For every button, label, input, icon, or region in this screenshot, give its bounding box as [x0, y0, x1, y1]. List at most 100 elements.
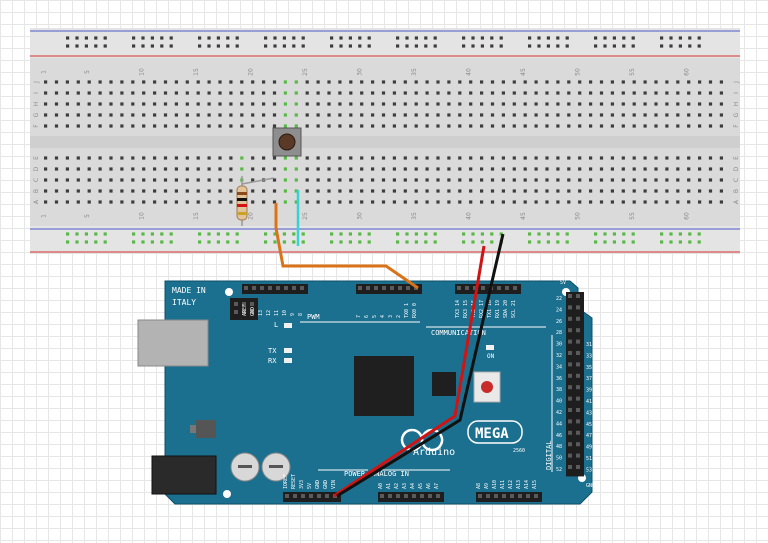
rail-hole[interactable]	[480, 232, 484, 236]
breadboard-hole[interactable]	[490, 80, 495, 84]
breadboard-hole[interactable]	[556, 124, 560, 128]
breadboard-hole[interactable]	[698, 200, 702, 204]
breadboard-hole[interactable]	[109, 124, 113, 128]
rail-hole[interactable]	[622, 232, 626, 236]
breadboard-hole[interactable]	[153, 167, 157, 171]
breadboard-hole[interactable]	[163, 124, 168, 128]
breadboard-hole[interactable]	[436, 102, 440, 106]
rail-hole[interactable]	[169, 240, 173, 244]
breadboard-hole[interactable]	[338, 156, 342, 160]
breadboard-hole[interactable]	[534, 124, 538, 128]
breadboard-hole[interactable]	[316, 200, 320, 204]
breadboard-hole[interactable]	[381, 189, 386, 193]
breadboard-hole[interactable]	[294, 113, 298, 117]
breadboard-hole[interactable]	[534, 102, 538, 106]
breadboard-hole[interactable]	[294, 167, 298, 171]
reset-button[interactable]	[481, 381, 493, 393]
rail-hole[interactable]	[471, 232, 475, 236]
header-pin[interactable]	[518, 494, 522, 498]
breadboard-hole[interactable]	[545, 124, 549, 128]
breadboard-hole[interactable]	[54, 91, 59, 95]
breadboard-hole[interactable]	[360, 91, 364, 95]
breadboard-hole[interactable]	[599, 124, 604, 128]
header-pin[interactable]	[505, 286, 509, 290]
breadboard-hole[interactable]	[512, 167, 516, 171]
breadboard-hole[interactable]	[98, 200, 102, 204]
breadboard-hole[interactable]	[294, 91, 298, 95]
breadboard-hole[interactable]	[371, 178, 375, 182]
breadboard-hole[interactable]	[327, 167, 331, 171]
breadboard-hole[interactable]	[469, 189, 473, 193]
breadboard-hole[interactable]	[98, 80, 102, 84]
breadboard-hole[interactable]	[120, 167, 124, 171]
header-pin[interactable]	[576, 339, 580, 344]
rail-hole[interactable]	[339, 36, 343, 40]
breadboard-hole[interactable]	[654, 113, 658, 117]
rail-hole[interactable]	[84, 36, 88, 40]
header-pin[interactable]	[465, 286, 469, 290]
rail-hole[interactable]	[424, 240, 428, 244]
breadboard-hole[interactable]	[719, 200, 723, 204]
rail-hole[interactable]	[160, 36, 164, 40]
breadboard-hole[interactable]	[523, 80, 527, 84]
rail-hole[interactable]	[678, 240, 682, 244]
breadboard-hole[interactable]	[698, 189, 702, 193]
breadboard-hole[interactable]	[698, 178, 702, 182]
breadboard-hole[interactable]	[283, 156, 287, 160]
breadboard-hole[interactable]	[163, 156, 168, 160]
header-pin[interactable]	[568, 339, 572, 344]
rail-hole[interactable]	[433, 36, 437, 40]
breadboard-hole[interactable]	[501, 124, 505, 128]
breadboard-hole[interactable]	[360, 102, 364, 106]
breadboard-hole[interactable]	[589, 200, 593, 204]
breadboard-hole[interactable]	[153, 200, 157, 204]
breadboard-hole[interactable]	[131, 80, 135, 84]
rail-hole[interactable]	[697, 36, 701, 40]
breadboard-hole[interactable]	[534, 156, 538, 160]
rail-hole[interactable]	[198, 240, 202, 244]
rail-hole[interactable]	[462, 36, 466, 40]
breadboard-hole[interactable]	[632, 189, 636, 193]
breadboard-hole[interactable]	[436, 189, 440, 193]
breadboard-hole[interactable]	[142, 200, 146, 204]
breadboard-hole[interactable]	[360, 113, 364, 117]
breadboard-hole[interactable]	[621, 156, 625, 160]
breadboard-hole[interactable]	[523, 167, 527, 171]
breadboard-hole[interactable]	[109, 113, 113, 117]
rail-hole[interactable]	[150, 232, 154, 236]
breadboard-hole[interactable]	[262, 156, 266, 160]
rail-hole[interactable]	[490, 44, 494, 48]
breadboard-hole[interactable]	[643, 156, 647, 160]
breadboard-hole[interactable]	[392, 80, 396, 84]
breadboard-hole[interactable]	[163, 178, 168, 182]
breadboard-hole[interactable]	[207, 113, 211, 117]
breadboard-hole[interactable]	[218, 178, 222, 182]
breadboard-hole[interactable]	[665, 113, 669, 117]
breadboard-hole[interactable]	[174, 113, 178, 117]
breadboard-hole[interactable]	[676, 156, 680, 160]
breadboard-hole[interactable]	[54, 178, 59, 182]
breadboard-hole[interactable]	[44, 200, 48, 204]
breadboard-hole[interactable]	[458, 167, 462, 171]
breadboard-hole[interactable]	[490, 189, 495, 193]
breadboard-hole[interactable]	[436, 80, 440, 84]
breadboard-hole[interactable]	[218, 167, 222, 171]
breadboard-hole[interactable]	[643, 124, 647, 128]
header-pin[interactable]	[568, 430, 572, 435]
breadboard-hole[interactable]	[360, 167, 364, 171]
rail-hole[interactable]	[631, 44, 635, 48]
header-pin[interactable]	[576, 294, 580, 298]
rail-hole[interactable]	[594, 240, 598, 244]
rail-hole[interactable]	[546, 240, 550, 244]
rail-hole[interactable]	[471, 44, 475, 48]
header-pin[interactable]	[568, 442, 572, 447]
rail-hole[interactable]	[499, 36, 503, 40]
header-pin[interactable]	[568, 362, 572, 367]
rail-hole[interactable]	[66, 240, 70, 244]
header-pin[interactable]	[568, 373, 572, 378]
breadboard-hole[interactable]	[87, 102, 91, 106]
breadboard-hole[interactable]	[403, 80, 407, 84]
rail-hole[interactable]	[84, 232, 88, 236]
breadboard-hole[interactable]	[621, 113, 625, 117]
rail-hole[interactable]	[546, 44, 550, 48]
